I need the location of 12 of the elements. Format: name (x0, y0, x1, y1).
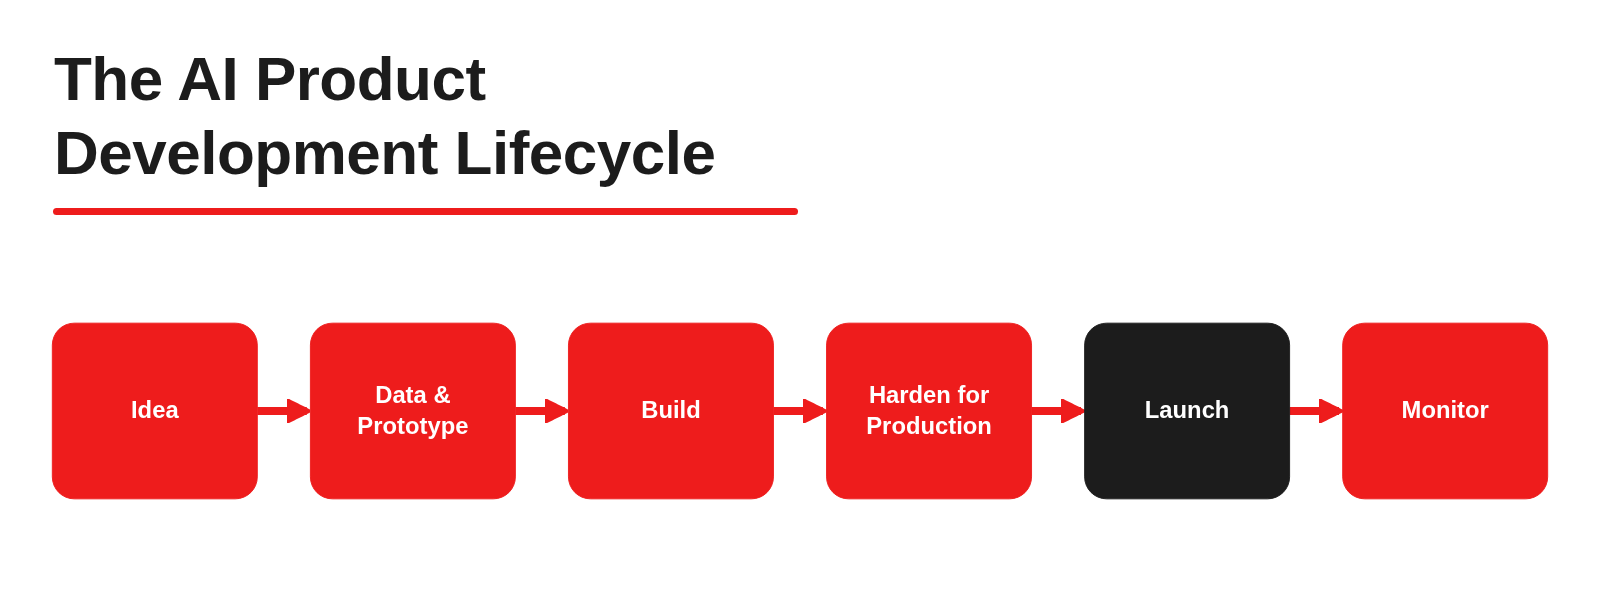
arrow (515, 397, 570, 425)
node-box: Idea (51, 322, 258, 500)
arrow (1289, 397, 1344, 425)
title: The AI Product Development Lifecycle (54, 43, 717, 189)
node-box: Build (568, 322, 774, 500)
node-box: Monitor (1342, 322, 1549, 500)
node-box: Harden for Production (826, 322, 1032, 500)
arrow (257, 397, 312, 425)
node-box: Launch (1084, 322, 1291, 500)
node-box: Data & Prototype (309, 322, 516, 500)
arrow (1031, 397, 1086, 425)
arrow (773, 397, 828, 425)
